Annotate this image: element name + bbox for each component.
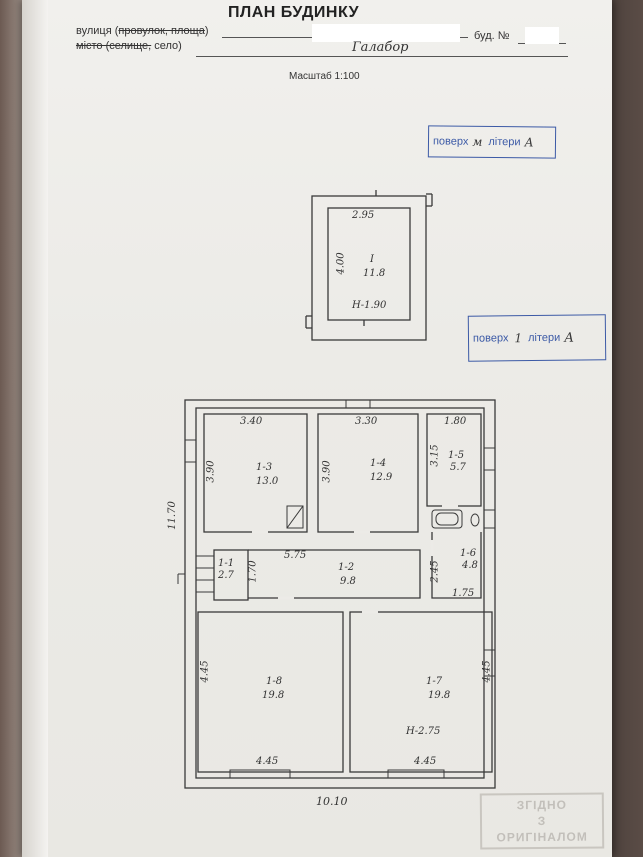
- room-1-4-width: 3.30: [355, 416, 378, 427]
- room-1-7-walls: [349, 611, 493, 773]
- room-1-7-id: 1-7: [426, 676, 443, 687]
- room-1-3-depth: 3.90: [205, 460, 217, 483]
- room-1-6-depth: 2.45: [429, 560, 441, 583]
- room-1-8-walls: [197, 611, 344, 773]
- room-1-4-id: 1-4: [370, 458, 387, 469]
- city-label-suffix: село): [151, 40, 182, 52]
- room-1-3-area: 13.0: [256, 476, 279, 487]
- mansard-room-id: I: [370, 254, 374, 265]
- bathtub: [431, 509, 463, 529]
- redacted-building-number: [525, 27, 559, 44]
- windows: [184, 399, 496, 779]
- room-1-2-walls: [248, 549, 421, 599]
- building-label: буд. №: [474, 30, 510, 42]
- street-label-suffix: ): [204, 25, 209, 37]
- room-1-2-width: 5.75: [284, 550, 307, 561]
- room-1-1-walls: [213, 549, 249, 601]
- room-1-4-depth: 3.90: [321, 460, 333, 483]
- mansard-width: 2.95: [352, 210, 375, 221]
- room-1-6-id: 1-6: [460, 548, 477, 559]
- document-title: ПЛАН БУДИНКУ: [228, 4, 360, 21]
- room-1-8-depth: 4.45: [199, 660, 211, 683]
- room-1-2-id: 1-2: [338, 562, 355, 573]
- street-label-prefix: вулиця (: [76, 25, 119, 37]
- room-1-4-area: 12.9: [370, 472, 393, 483]
- mansard-height: H-1.90: [352, 300, 387, 311]
- room-1-5-id: 1-5: [448, 450, 465, 461]
- room-1-5-depth: 3.15: [429, 444, 441, 467]
- room-1-1-id: 1-1: [218, 558, 235, 569]
- room-1-2-area: 9.8: [340, 576, 356, 587]
- room-1-5-width: 1.80: [444, 416, 467, 427]
- room-1-6-walls: [431, 532, 482, 599]
- room-1-3-walls: [203, 413, 308, 533]
- city-label-strike: місто (селище,: [76, 40, 152, 52]
- city-value: Галабор: [352, 40, 409, 55]
- mansard-room-area: 11.8: [363, 268, 386, 279]
- room-1-7-height: H-2.75: [406, 726, 441, 737]
- room-1-6-width: 1.75: [452, 588, 475, 599]
- overall-depth: 11.70: [166, 501, 178, 530]
- street-label-strike: провулок, площа: [118, 25, 205, 37]
- room-1-3-id: 1-3: [256, 462, 273, 473]
- room-1-4-walls: [317, 413, 419, 533]
- room-1-3-width: 3.40: [240, 416, 263, 427]
- street-label: вулиця (провулок, площа): [76, 25, 209, 37]
- room-1-8-id: 1-8: [266, 676, 283, 687]
- doors: [252, 504, 458, 614]
- mansard-depth: 4.00: [335, 252, 347, 275]
- room-1-8-area: 19.8: [262, 690, 285, 701]
- room-1-1-area: 2.7: [218, 570, 234, 581]
- mansard-plan: [305, 190, 433, 341]
- room-1-7-depth: 4.45: [481, 660, 493, 683]
- room-1-6-area: 4.8: [462, 560, 478, 571]
- room-1-1-depth: 1.70: [247, 560, 259, 583]
- redacted-street: [312, 24, 460, 42]
- scale-label: Масштаб 1:100: [289, 71, 360, 82]
- city-label: місто (селище, село): [76, 40, 182, 52]
- entrance-stairs: [177, 555, 214, 593]
- room-1-7-area: 19.8: [428, 690, 451, 701]
- stove: [286, 505, 304, 529]
- ground-floor-outline: [184, 399, 496, 789]
- room-1-5-area: 5.7: [450, 462, 466, 473]
- room-1-8-width: 4.45: [256, 756, 279, 767]
- overall-width: 10.10: [316, 795, 348, 808]
- city-underline: [196, 56, 568, 57]
- room-1-7-width: 4.45: [414, 756, 437, 767]
- toilet: [470, 513, 480, 527]
- page-fold: [22, 0, 48, 857]
- document-sheet: [22, 0, 612, 857]
